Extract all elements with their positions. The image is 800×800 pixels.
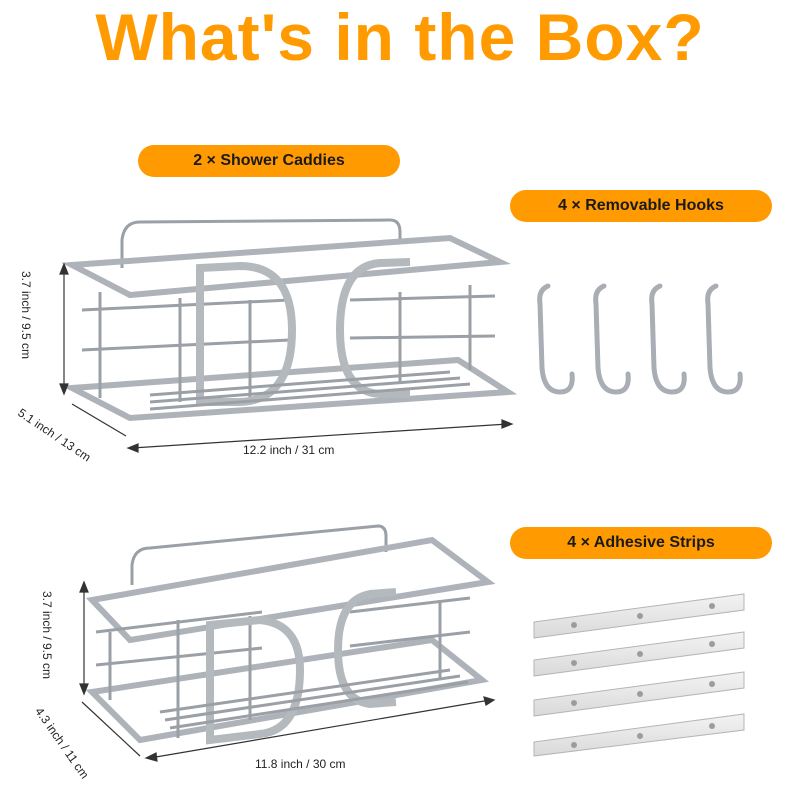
s-hook-icon [705,283,743,395]
s-hook-icon [649,283,687,395]
s-hook-icon [593,283,631,395]
adhesive-strips-label: 4 × Adhesive Strips [510,527,772,559]
caddy-large-width: 12.2 inch / 31 cm [243,443,335,457]
shower-caddies-label: 2 × Shower Caddies [138,145,400,177]
removable-hooks-label: 4 × Removable Hooks [510,190,772,222]
caddy-small-width: 11.8 inch / 30 cm [255,757,346,771]
page-title: What's in the Box? [95,0,705,74]
s-hook-icon [537,283,575,395]
